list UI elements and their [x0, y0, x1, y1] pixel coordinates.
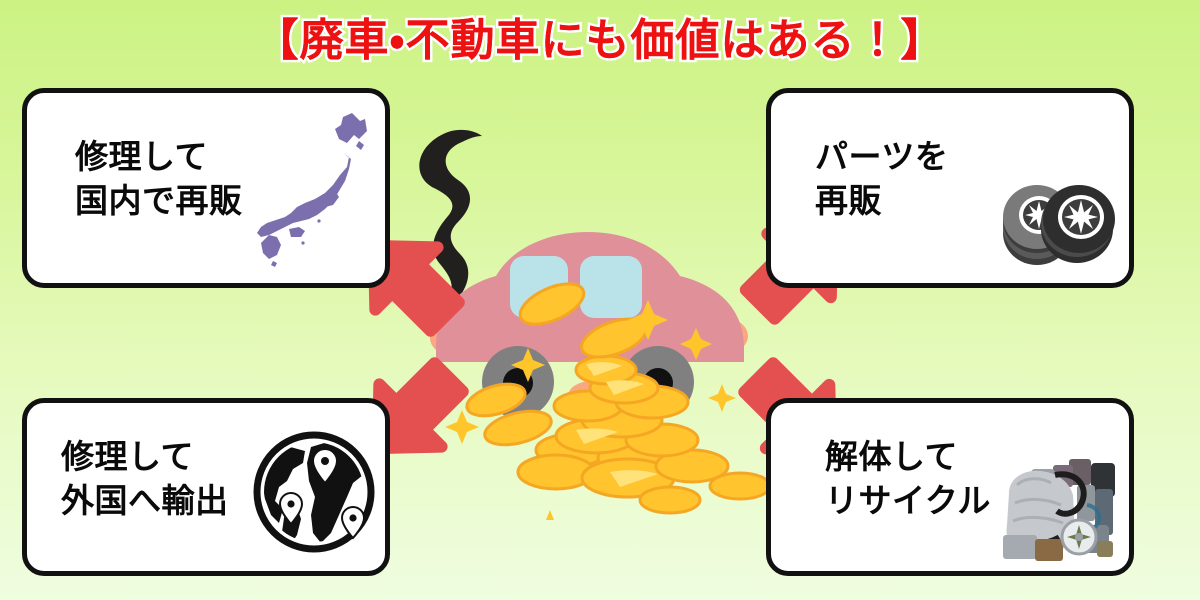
- stacked-tires-icon: [995, 171, 1117, 271]
- card-repair-domestic-resale[interactable]: 修理して 国内で再販: [22, 88, 390, 288]
- page-title-outline: 【廃車・不動車にも価値はある！】: [252, 13, 947, 69]
- card-line-1: 修理して: [75, 137, 209, 176]
- globe-pins-icon: [253, 431, 375, 553]
- page-title: 【廃車・不動車にも価値はある！】: [254, 15, 946, 66]
- smoke-icon: [419, 129, 482, 348]
- card-parts-resale[interactable]: パーツを 再販: [766, 88, 1134, 288]
- card-line-1: 解体して: [825, 437, 959, 476]
- card-line-2: 国内で再販: [75, 181, 243, 221]
- card-dismantle-recycle[interactable]: 解体して リサイクル: [766, 398, 1134, 576]
- card-line-2: 外国へ輸出: [61, 481, 229, 521]
- card-line-1: 修理して: [61, 437, 195, 476]
- car-engine-icon: [995, 441, 1123, 567]
- coin-pile-icon: [465, 282, 772, 515]
- center-illustration: [400, 100, 800, 538]
- card-label: 修理して 国内で再販: [75, 135, 243, 223]
- card-label: 解体して リサイクル: [825, 435, 991, 523]
- arrow-to-top-left: [345, 222, 475, 342]
- card-line-1: パーツを: [815, 137, 949, 176]
- card-label: パーツを 再販: [815, 135, 948, 223]
- arrow-shape: [367, 239, 465, 337]
- card-line-2: 再販: [815, 181, 882, 221]
- card-label: 修理して 外国へ輸出: [61, 435, 229, 523]
- card-repair-export-overseas[interactable]: 修理して 外国へ輸出: [22, 398, 390, 576]
- car-and-coins-illustration: [419, 129, 772, 538]
- card-line-2: リサイクル: [825, 481, 991, 521]
- car-window-front: [580, 256, 642, 318]
- japan-map-icon: [255, 111, 375, 273]
